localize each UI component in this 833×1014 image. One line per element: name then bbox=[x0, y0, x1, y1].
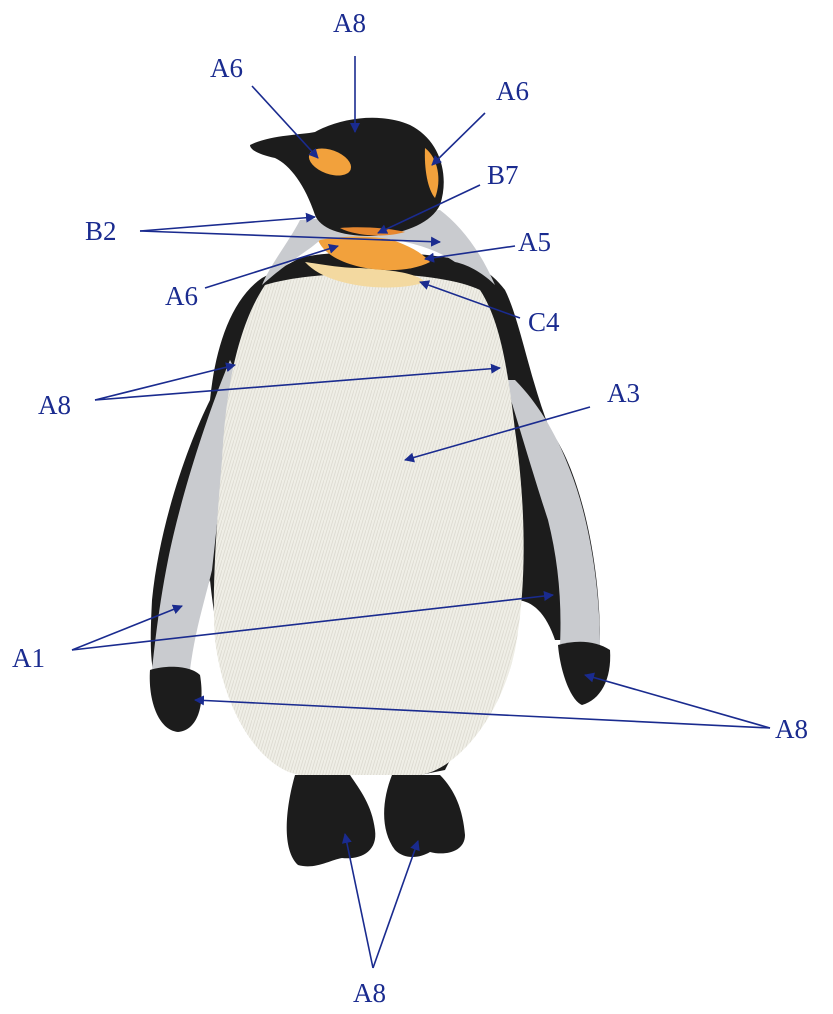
leader-collar-left bbox=[204, 243, 339, 289]
leader-tip-left bbox=[194, 695, 771, 729]
leader-flipper-left bbox=[71, 604, 183, 651]
label-neck-grey: B2 bbox=[85, 216, 117, 246]
left-flipper-grey bbox=[152, 360, 240, 670]
neck-grey bbox=[262, 210, 495, 285]
leader-head-patch-left bbox=[251, 85, 319, 159]
label-belly: A3 bbox=[607, 378, 640, 408]
collar-orange bbox=[318, 233, 430, 271]
leader-back-right bbox=[94, 363, 501, 401]
left-flipper-tip-black bbox=[149, 666, 202, 732]
label-head-patch-right: A6 bbox=[496, 76, 529, 106]
throat-orange bbox=[340, 227, 405, 236]
leader-collar-right bbox=[424, 245, 516, 263]
label-head-patch-left: A6 bbox=[210, 53, 243, 83]
leader-tip-right bbox=[584, 672, 771, 729]
leader-belly bbox=[404, 406, 591, 463]
head-patch-left-orange bbox=[308, 148, 352, 176]
label-back-edges: A8 bbox=[38, 390, 71, 420]
label-feet: A8 bbox=[353, 978, 386, 1008]
label-collar-right: A5 bbox=[518, 227, 551, 257]
leader-neck-grey-1 bbox=[139, 212, 316, 232]
leader-foot-right bbox=[372, 840, 420, 969]
left-foot-black bbox=[286, 775, 376, 867]
head-black bbox=[250, 117, 444, 236]
right-flipper-grey bbox=[505, 380, 600, 645]
label-collar-cream: C4 bbox=[528, 307, 560, 337]
right-foot-black bbox=[384, 775, 465, 857]
leader-flipper-right bbox=[71, 591, 554, 651]
head-patch-right-orange bbox=[424, 148, 439, 198]
leader-collar-cream bbox=[419, 280, 521, 319]
label-head-top: A8 bbox=[333, 8, 366, 38]
label-flipper-tips: A8 bbox=[775, 714, 808, 744]
leader-back-left bbox=[94, 362, 236, 401]
leader-beak-throat bbox=[377, 184, 481, 234]
leader-head-patch-right bbox=[431, 112, 486, 166]
leader-foot-left bbox=[341, 833, 374, 969]
collar-cream bbox=[305, 262, 425, 288]
label-flipper-grey: A1 bbox=[12, 643, 45, 673]
right-flipper-tip-black bbox=[558, 641, 611, 705]
belly-white bbox=[213, 273, 524, 775]
label-beak-throat: B7 bbox=[487, 160, 519, 190]
label-collar-left: A6 bbox=[165, 281, 198, 311]
leader-neck-grey-2 bbox=[139, 230, 441, 247]
